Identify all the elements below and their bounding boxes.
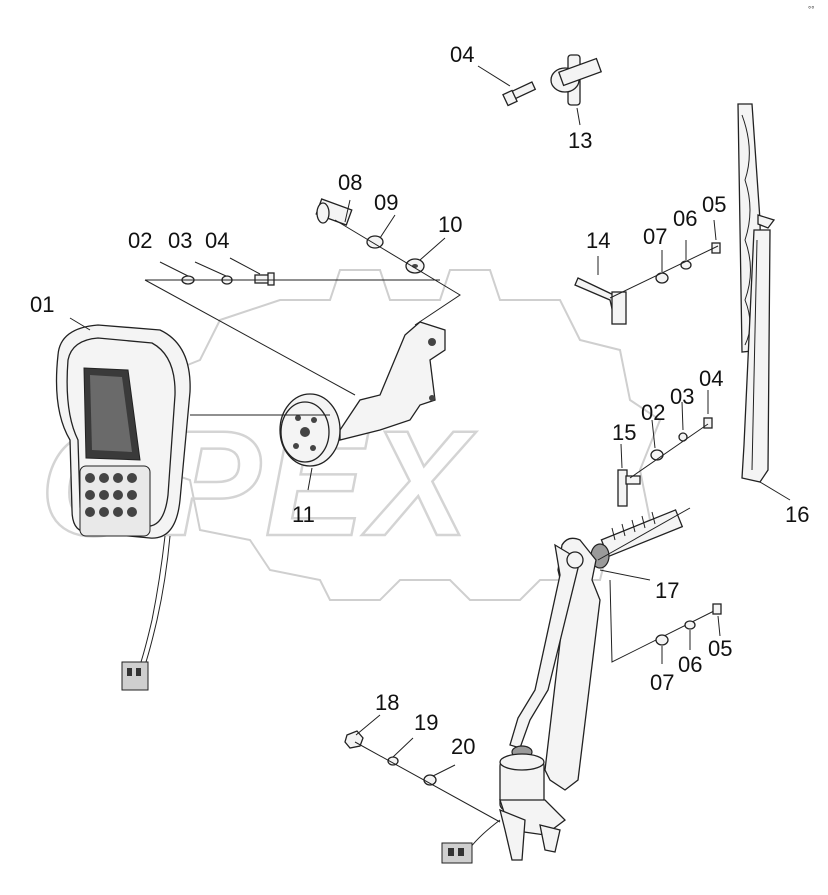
label-08: 08 [338, 170, 362, 195]
label-05-lower: 05 [708, 636, 732, 661]
label-11: 11 [292, 502, 315, 527]
label-09: 09 [374, 190, 398, 215]
leader-01 [69, 317, 91, 331]
label-01: 01 [30, 292, 54, 317]
label-07-upper: 07 [643, 224, 667, 249]
leader-16 [759, 481, 791, 501]
bolt-04-and-pin-13 [502, 54, 603, 107]
label-20: 20 [451, 734, 475, 759]
label-14: 14 [586, 228, 610, 253]
label-04-upper: 04 [205, 228, 229, 253]
label-19: 19 [414, 710, 438, 735]
fastener-set-lower-right [655, 603, 722, 646]
label-17: 17 [655, 578, 679, 603]
monitor-bracket [279, 321, 446, 467]
label-03-upper: 03 [168, 228, 192, 253]
leaders-15-02-03-04 [620, 390, 709, 479]
wiper-linkage-motor [441, 509, 684, 864]
corner-mark: °° [808, 5, 814, 14]
label-05-upper: 05 [702, 192, 726, 217]
leaders-07-06-05-lower [661, 615, 721, 664]
leaders-04-13 [477, 65, 581, 126]
label-10: 10 [438, 212, 462, 237]
label-06-lower: 06 [678, 652, 702, 677]
label-04-right: 04 [699, 366, 723, 391]
leaders-18-19-20 [354, 714, 501, 823]
fasteners-18-19-20 [344, 730, 437, 786]
leaders-14-07-06-05 [597, 219, 719, 299]
assembly-line-upper [144, 279, 440, 396]
fastener-set-upper-left [181, 272, 275, 286]
label-16: 16 [785, 502, 809, 527]
leaders-08-09-10 [334, 199, 461, 326]
label-03-right: 03 [670, 384, 694, 409]
leaders-17 [597, 507, 721, 663]
label-13: 13 [568, 128, 592, 153]
leaders-02-03-04 [159, 257, 261, 277]
label-15: 15 [612, 420, 636, 445]
label-02-upper: 02 [128, 228, 152, 253]
label-06-upper: 06 [673, 206, 697, 231]
label-18: 18 [375, 690, 399, 715]
monitor-display [55, 324, 191, 691]
label-04-top: 04 [450, 42, 474, 67]
label-07-lower: 07 [650, 670, 674, 695]
label-02-right: 02 [641, 400, 665, 425]
leader-11 [190, 414, 330, 491]
wiper-arm-blade [737, 103, 776, 483]
fasteners-08-09-10 [315, 198, 425, 274]
